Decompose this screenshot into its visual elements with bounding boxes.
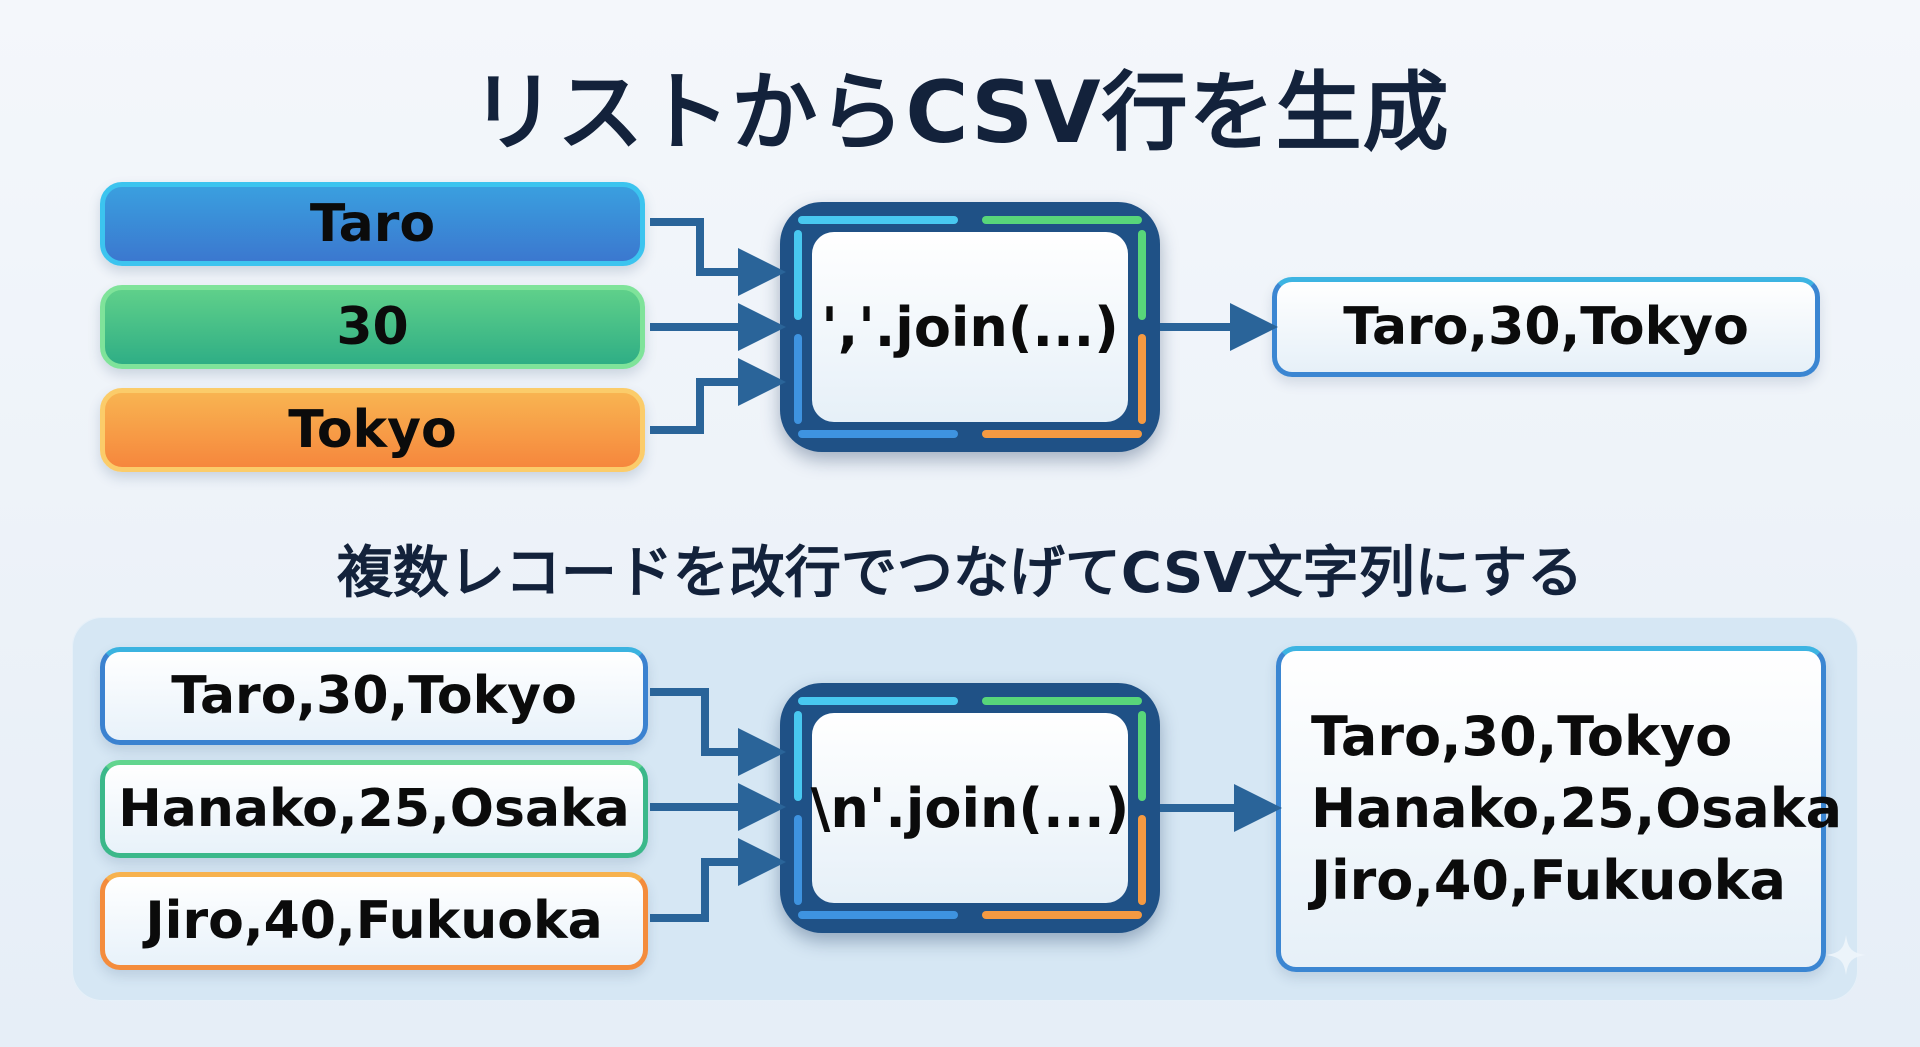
frame-accent xyxy=(982,216,1142,224)
frame-accent xyxy=(1138,815,1146,905)
section-subtitle: 複数レコードを改行でつなげてCSV文字列にする xyxy=(336,541,1584,606)
csv-output-line: Hanako,25,Osaka xyxy=(1311,777,1843,840)
csv-output-line: Taro,30,Tokyo xyxy=(1311,705,1733,768)
sparkle-icon xyxy=(1826,935,1866,975)
operation-label: ','.join(...) xyxy=(812,232,1128,422)
csv-string-output: Taro,30,Tokyo Hanako,25,Osaka Jiro,40,Fu… xyxy=(1276,646,1843,972)
frame-accent xyxy=(794,815,802,905)
comma-join-operation: ','.join(...) xyxy=(780,202,1160,452)
frame-accent xyxy=(794,711,802,801)
input-item-city: Tokyo xyxy=(100,388,645,472)
frame-accent xyxy=(794,230,802,320)
frame-accent xyxy=(982,697,1142,705)
arrow-right-icon xyxy=(650,358,786,434)
frame-accent xyxy=(794,334,802,424)
frame-accent xyxy=(1138,711,1146,801)
csv-output-line: Jiro,40,Fukuoka xyxy=(1311,849,1786,912)
frame-accent xyxy=(982,430,1142,438)
record-item: Jiro,40,Fukuoka xyxy=(100,872,648,970)
input-item-name: Taro xyxy=(100,182,645,266)
record-item: Hanako,25,Osaka xyxy=(100,760,648,858)
newline-join-operation: \n'.join(...) xyxy=(780,683,1160,933)
arrow-right-icon xyxy=(650,218,786,296)
record-item: Taro,30,Tokyo xyxy=(100,647,648,745)
frame-accent xyxy=(798,697,958,705)
input-item-age: 30 xyxy=(100,285,645,369)
frame-accent xyxy=(1138,230,1146,320)
frame-accent xyxy=(798,911,958,919)
page-title: リストからCSV行を生成 xyxy=(470,63,1450,163)
frame-accent xyxy=(982,911,1142,919)
frame-accent xyxy=(1138,334,1146,424)
frame-accent xyxy=(798,430,958,438)
csv-row-output: Taro,30,Tokyo xyxy=(1272,277,1820,377)
frame-accent xyxy=(798,216,958,224)
operation-label: \n'.join(...) xyxy=(811,713,1129,903)
